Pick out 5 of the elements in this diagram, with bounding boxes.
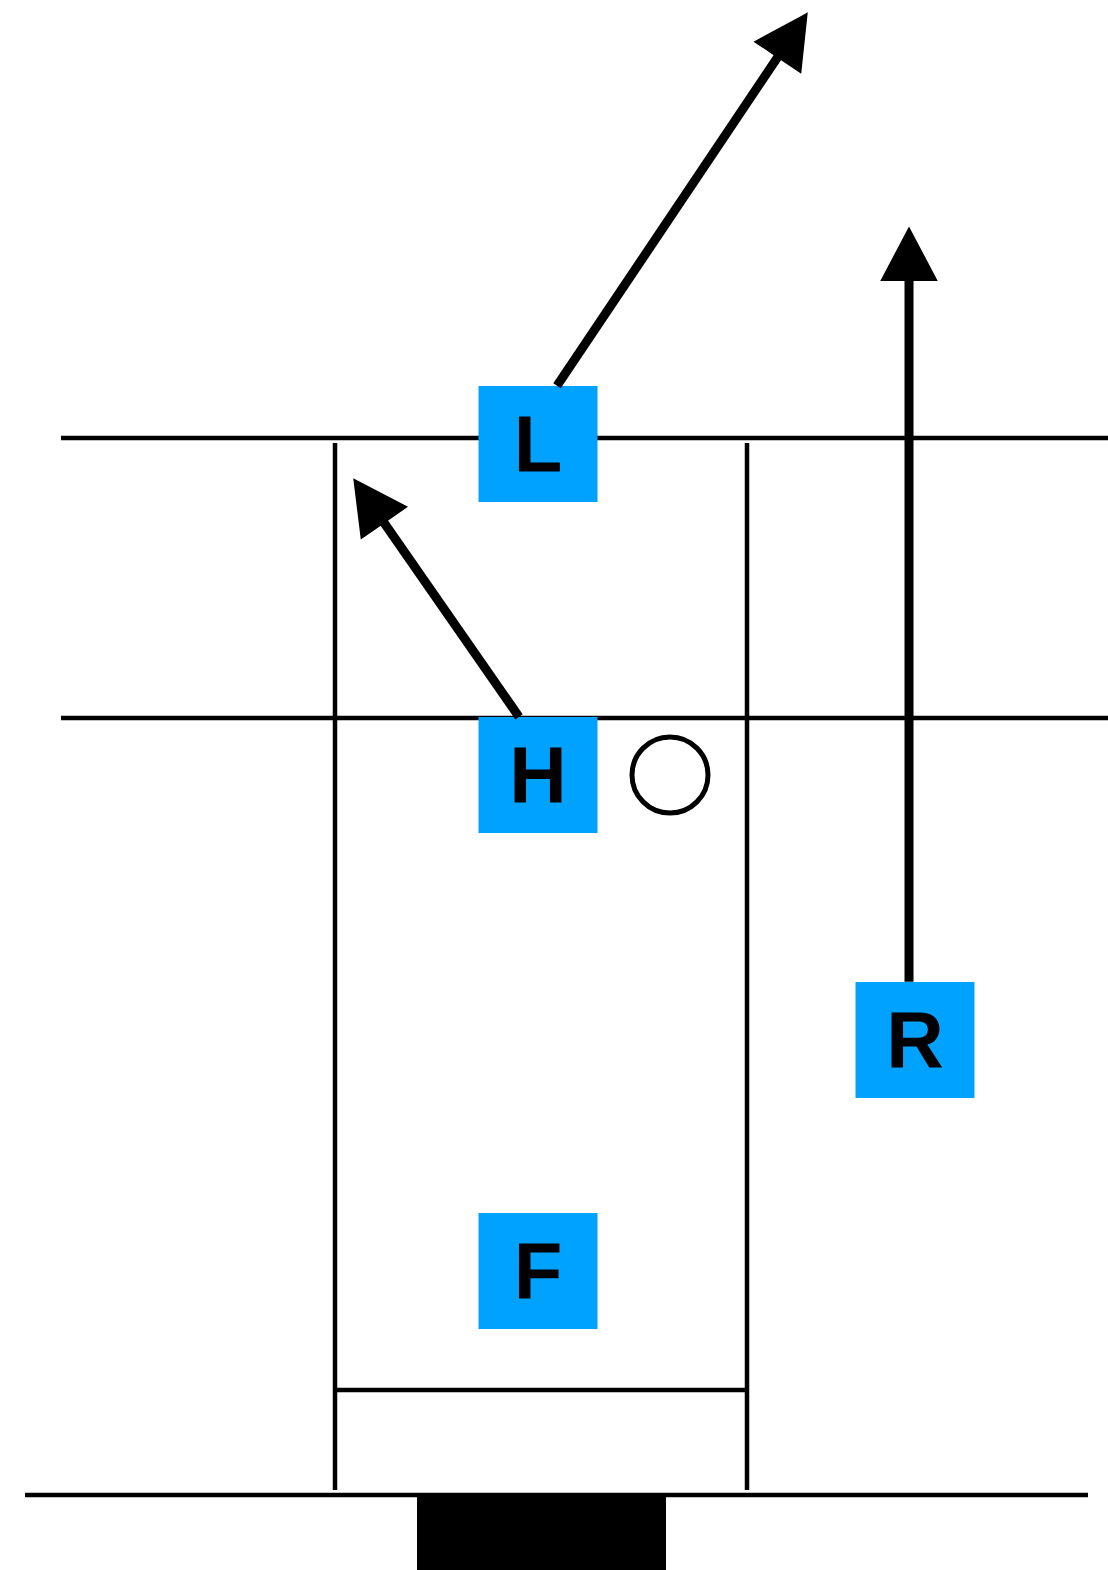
position-box: R bbox=[855, 982, 975, 1098]
position-box: L bbox=[478, 386, 598, 502]
position-box: H bbox=[478, 717, 598, 833]
ball-circle bbox=[629, 734, 711, 816]
position-box: F bbox=[478, 1213, 598, 1329]
